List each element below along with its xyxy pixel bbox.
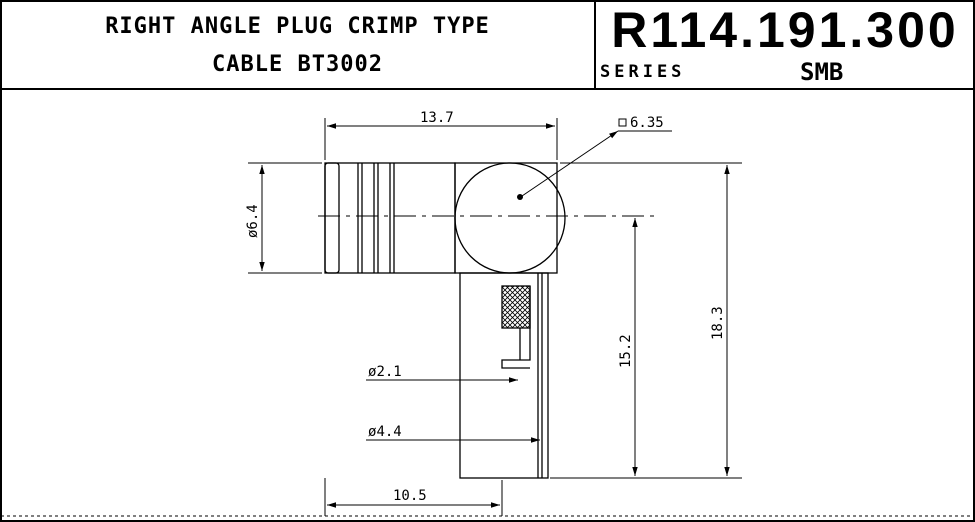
part-number: R114.191.300 [611, 2, 959, 58]
title-line-1: RIGHT ANGLE PLUG CRIMP TYPE [105, 14, 490, 39]
body-diameter-label: ø6.4 [245, 204, 261, 238]
inner-diameter-label: ø2.1 [368, 364, 402, 380]
series-label: SERIES [600, 62, 686, 82]
dim-overall-height [550, 162, 742, 479]
dim-body-diameter [248, 162, 322, 274]
outer-diameter-label: ø4.4 [368, 424, 402, 440]
ferrule-height-label: 15.2 [618, 334, 634, 368]
overall-height-label: 18.3 [710, 306, 726, 340]
angle-housing [454, 162, 566, 274]
center-point [517, 194, 523, 200]
square-size-label: 6.35 [630, 115, 664, 131]
dim-overall-length [324, 118, 558, 160]
overall-length-label: 13.7 [420, 110, 454, 126]
series-value: SMB [800, 58, 844, 86]
dim-ferrule-offset [324, 478, 503, 516]
crimp-sleeve [324, 162, 456, 274]
ferrule-offset-label: 10.5 [393, 488, 427, 504]
ferrule [459, 272, 549, 479]
title-line-2: CABLE BT3002 [212, 52, 383, 77]
